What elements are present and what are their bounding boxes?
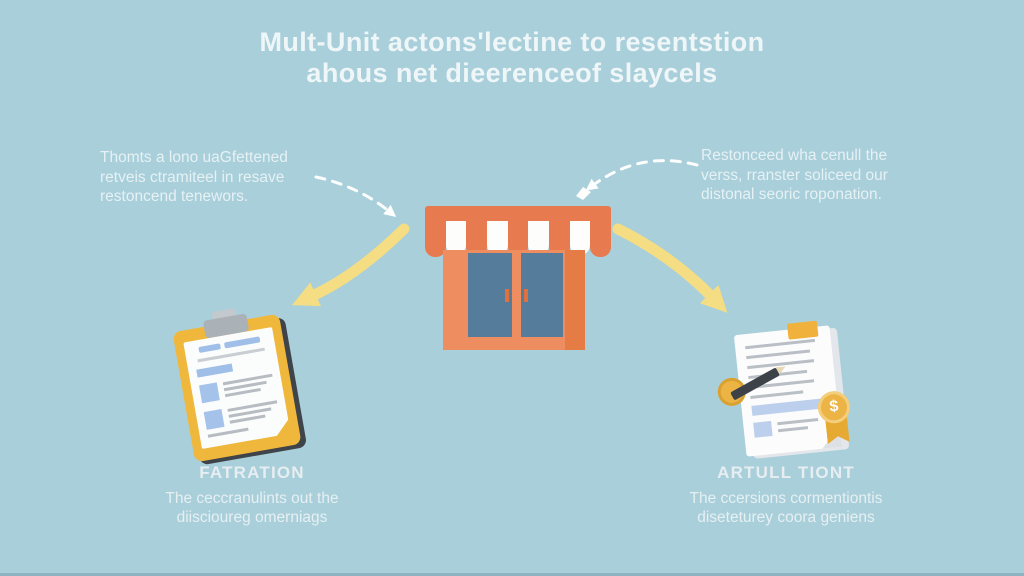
paper-row (203, 399, 280, 431)
bottom-edge-strip (0, 573, 1024, 576)
right-caption-line-1: The ccersions cormentiontis (689, 490, 883, 507)
store-door-right (521, 253, 563, 337)
left-caption-line-2: diiscioureg omerniags (176, 509, 328, 526)
right-note-line-2: verss, rranster soliceed our (701, 166, 888, 184)
left-note-line-1: Thomts a lono uaGfettened (100, 149, 288, 166)
right-caption-heading: ARTULL TIONT (717, 463, 855, 482)
clipboard-folded-corner (273, 418, 292, 437)
sparkle-icon (576, 187, 591, 200)
right-note-line-1: Restonceed wha cenull the (701, 147, 888, 164)
awning-scallops (425, 221, 612, 257)
right-caption: ARTULL TIONT The ccersions cormentiontis… (656, 463, 916, 527)
left-note-line-2: retveis ctramiteel in resave (100, 168, 285, 186)
awning-bar (425, 206, 611, 222)
page-title: Mult-Unit actons'lectine to resentstion … (0, 27, 1024, 89)
right-note-line-3: distonal seoric roponation. (701, 186, 882, 203)
left-note: Thomts a lono uaGfettened retveis ctrami… (100, 148, 340, 207)
left-caption-heading: FATRATION (199, 463, 305, 482)
clipboard-icon (172, 308, 308, 466)
paper-row (198, 372, 275, 404)
document-footer-row (753, 415, 830, 439)
document-highlight-bar (751, 398, 825, 416)
dollar-sign: $ (828, 397, 840, 416)
yellow-arrow-left (291, 223, 410, 307)
yellow-arrow-right (612, 223, 728, 313)
dashed-arrow-right (585, 159, 699, 191)
contract-icon: $ (716, 320, 852, 459)
document-bookmark-tab (786, 320, 819, 340)
title-line-2: ahous net dieerenceof slaycels (306, 58, 718, 88)
store-body-shade (565, 250, 585, 350)
left-caption: FATRATION The ceccranulints out the diis… (122, 463, 382, 527)
paper-section-bar (196, 363, 233, 378)
left-caption-line-1: The ceccranulints out the (165, 490, 339, 507)
left-note-line-3: restoncend tenewors. (100, 188, 249, 205)
title-line-1: Mult-Unit actons'lectine to resentstion (259, 27, 765, 57)
door-handle-right (524, 289, 528, 302)
store-door-left (468, 253, 512, 337)
right-caption-line-2: diseteturey coora geniens (697, 509, 875, 526)
door-handle-left (505, 289, 509, 302)
right-note: Restonceed wha cenull the verss, rranste… (701, 146, 941, 205)
store-body (443, 250, 585, 350)
